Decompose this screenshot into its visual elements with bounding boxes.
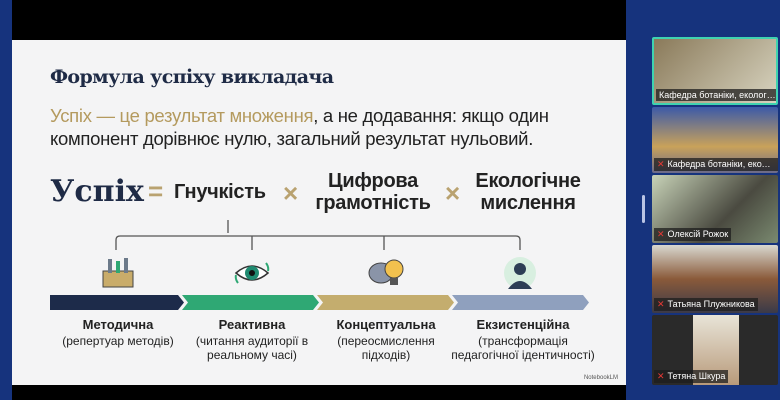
term-flexibility: Гнучкість [174, 181, 266, 203]
stage-conceptual: Концептуальна (переосмислення підходів) [316, 317, 456, 363]
stage-reactive: Реактивна (читання аудиторії в реальному … [182, 317, 322, 363]
stage-arrow-existential [452, 295, 589, 310]
person-icon [500, 253, 540, 293]
mic-muted-icon: ✕ [657, 159, 665, 169]
stage-desc: (переосмислення підходів) [337, 334, 435, 362]
stage-title: Методична [82, 317, 154, 332]
stage-desc: (читання аудиторії в реальному часі) [195, 334, 309, 362]
stage-progression-arrows [50, 295, 589, 310]
participant-tile[interactable]: Кафедра ботаніки, екології ... [652, 37, 778, 105]
notebooklm-watermark: NotebookLM [583, 375, 618, 381]
times-sign: × [283, 178, 299, 208]
participant-name: Кафедра ботаніки, еколо... [667, 159, 778, 169]
brain-lightbulb-icon [366, 253, 406, 293]
mic-muted-icon: ✕ [657, 229, 665, 239]
participant-name: Татьяна Плужникова [667, 299, 755, 309]
participant-tile[interactable]: ✕Татьяна Плужникова [652, 245, 778, 313]
mic-muted-icon: ✕ [657, 371, 665, 381]
subtitle-rest: , а не додавання: якщо один компонент до… [50, 105, 549, 149]
stage-title: Реактивна [218, 317, 286, 332]
participant-name: Кафедра ботаніки, екології ... [656, 89, 776, 101]
equals-sign: = [148, 176, 164, 206]
toolbox-icon [98, 253, 138, 293]
presentation-slide: Формула успіху викладача Успіх — це резу… [12, 40, 626, 385]
bracket-connector [115, 220, 521, 250]
participant-name: Тетяна Шкура [667, 371, 726, 381]
participant-name: Олексій Рожок [667, 229, 729, 239]
stage-desc: (репертуар методів) [62, 334, 174, 348]
participant-tile[interactable]: ✕Тетяна Шкура [652, 315, 778, 385]
times-sign: × [445, 178, 461, 208]
subtitle-highlight: Успіх — це результат множення [50, 105, 314, 126]
mic-muted-icon: ✕ [657, 299, 665, 309]
stage-arrow-conceptual [317, 295, 454, 310]
formula-result: Успіх [50, 174, 144, 209]
stage-arrow-methodical [50, 295, 184, 310]
participant-tile[interactable]: ✕Кафедра ботаніки, еколо... [652, 107, 778, 173]
stage-desc: (трансформація педагогічної ідентичності… [451, 334, 595, 362]
formula: Успіх = Гнучкість × Цифрова грамотність … [50, 168, 630, 228]
slide-subtitle: Успіх — це результат множення, а не дода… [50, 104, 610, 150]
term-digital-literacy: Цифрова грамотність [315, 170, 431, 214]
eye-icon [232, 253, 272, 293]
panel-resize-handle[interactable] [642, 195, 645, 223]
stage-existential: Екзистенційна (трансформація педагогічної… [448, 317, 598, 363]
stage-arrow-reactive [182, 295, 319, 310]
stage-title: Концептуальна [336, 317, 436, 332]
stage-methodical: Методична (репертуар методів) [48, 317, 188, 349]
participant-tile[interactable]: ✕Олексій Рожок [652, 175, 778, 243]
slide-title: Формула успіху викладача [50, 66, 334, 88]
stage-title: Екзистенційна [476, 317, 570, 332]
term-eco-thinking: Екологічне мислення [475, 170, 581, 214]
